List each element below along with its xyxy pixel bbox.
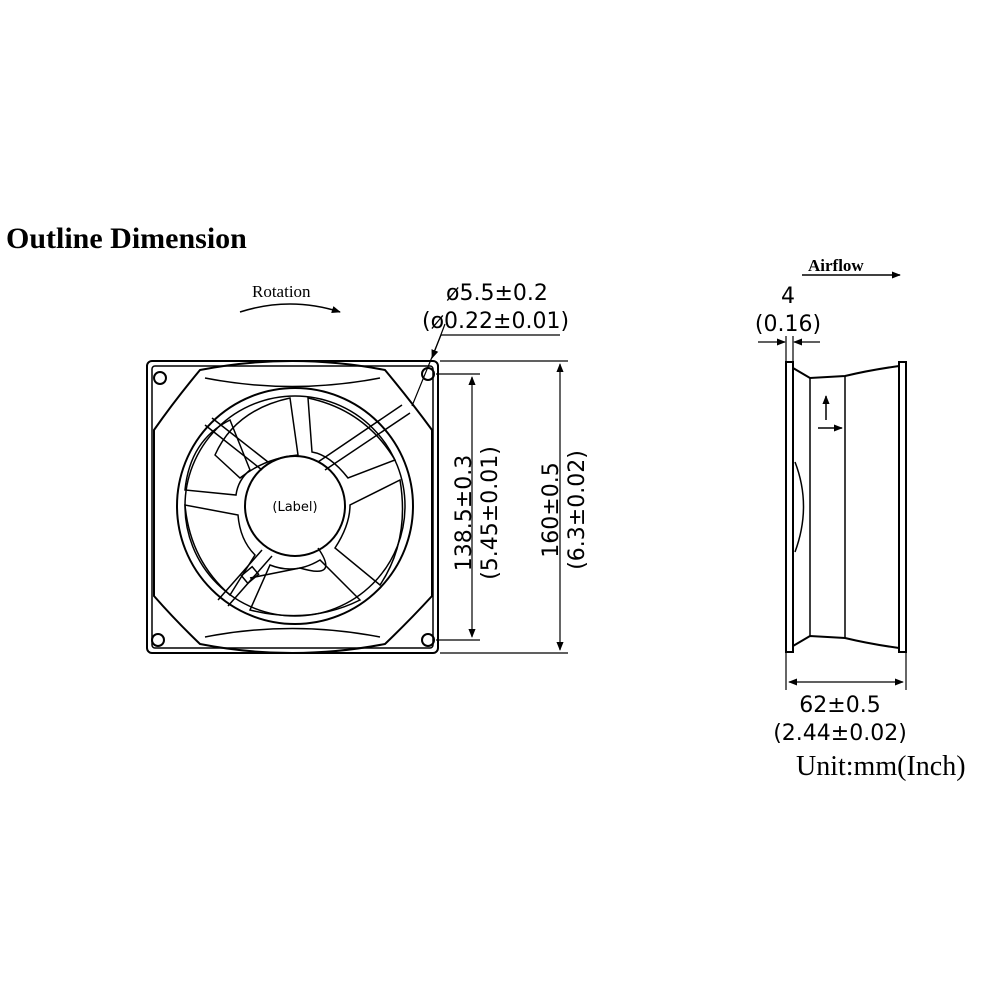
mounting-hole-br xyxy=(421,633,435,647)
hole-pitch-mm: 138.5±0.3 xyxy=(452,455,477,571)
fan-blade xyxy=(184,418,251,496)
depth-mm: 62±0.5 xyxy=(799,693,880,718)
frame-size-mm: 160±0.5 xyxy=(539,462,564,557)
side-view: Airflow 4 (0.16) 62±0.5 (2.44±0.02) Unit… xyxy=(755,256,966,782)
flange-thickness-mm: 4 xyxy=(781,284,795,309)
fan-strut xyxy=(317,404,403,463)
flange-thickness-inch: (0.16) xyxy=(755,312,821,337)
side-body-outline xyxy=(792,364,900,650)
airflow-label: Airflow xyxy=(808,256,864,275)
fan-strut xyxy=(324,412,411,471)
label-text: (Label) xyxy=(272,500,317,515)
fan-hub xyxy=(244,455,346,557)
fan-top-rib xyxy=(204,377,381,388)
fan-blade xyxy=(248,559,362,617)
fan-blades xyxy=(184,397,404,617)
fan-blade xyxy=(184,504,256,597)
front-view: Rotation xyxy=(146,281,590,654)
hole-leader-arrow xyxy=(431,323,446,359)
fan-strut xyxy=(211,417,269,463)
fan-blade xyxy=(214,397,299,479)
hole-diameter-inch: (ø0.22±0.01) xyxy=(422,309,569,334)
fan-bottom-rib xyxy=(204,627,381,638)
depth-inch: (2.44±0.02) xyxy=(773,721,907,746)
hole-diameter-mm: ø5.5±0.2 xyxy=(446,281,548,306)
mounting-hole-tl xyxy=(153,371,167,385)
hole-leader-line xyxy=(411,334,560,407)
fan-strut xyxy=(217,549,263,601)
fan-blade xyxy=(334,478,404,587)
fan-strut xyxy=(249,547,327,579)
mounting-hole-bl xyxy=(151,633,165,647)
wire-exit xyxy=(240,565,260,585)
page-title: Outline Dimension xyxy=(6,222,247,255)
hole-pitch-inch: (5.45±0.01) xyxy=(478,446,503,580)
side-hub-bulge xyxy=(794,461,805,553)
rotation-label: Rotation xyxy=(252,282,311,301)
unit-note: Unit:mm(Inch) xyxy=(796,751,966,782)
fan-strut xyxy=(204,424,263,471)
side-flange-left xyxy=(785,361,794,653)
fan-venturi-shape xyxy=(153,360,433,654)
side-flange-right xyxy=(898,361,907,653)
frame-size-inch: (6.3±0.02) xyxy=(565,450,590,570)
fan-blade xyxy=(307,397,397,479)
impeller-outline xyxy=(176,387,414,625)
rotation-arrow xyxy=(239,303,341,313)
